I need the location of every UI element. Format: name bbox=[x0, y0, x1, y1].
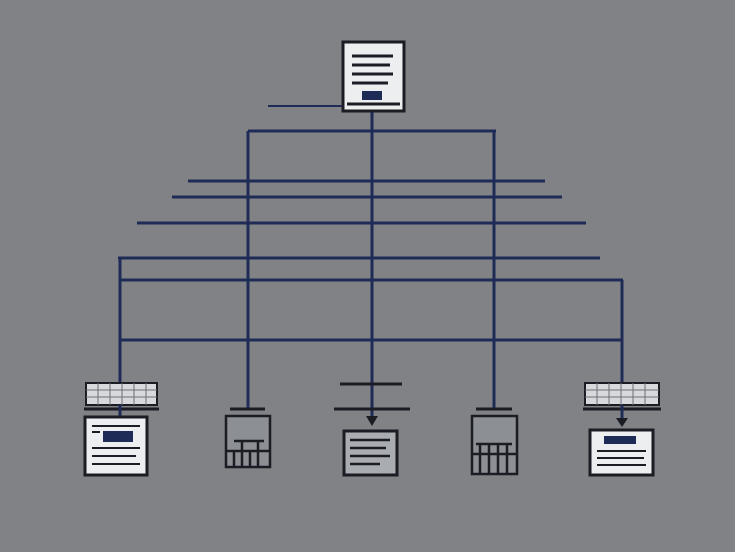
arrow-down-icon bbox=[366, 416, 378, 426]
root-text-lines bbox=[352, 54, 393, 85]
table-header bbox=[584, 382, 660, 406]
form-field bbox=[103, 431, 133, 442]
document-icon bbox=[342, 429, 399, 477]
leaf-bin-left bbox=[224, 407, 272, 469]
connector-lines bbox=[118, 105, 624, 420]
table-grid bbox=[86, 383, 157, 405]
leaf-bin-right bbox=[470, 407, 519, 476]
document-icon bbox=[341, 40, 406, 113]
leaf-document-center bbox=[334, 382, 410, 477]
leaf-document-left bbox=[83, 382, 159, 477]
root-stamp bbox=[362, 91, 382, 100]
table-grid bbox=[585, 383, 659, 405]
form-field bbox=[604, 436, 636, 444]
root-node bbox=[341, 40, 406, 113]
arrow-down-icon bbox=[616, 418, 628, 427]
leaf-document-right bbox=[583, 382, 661, 477]
